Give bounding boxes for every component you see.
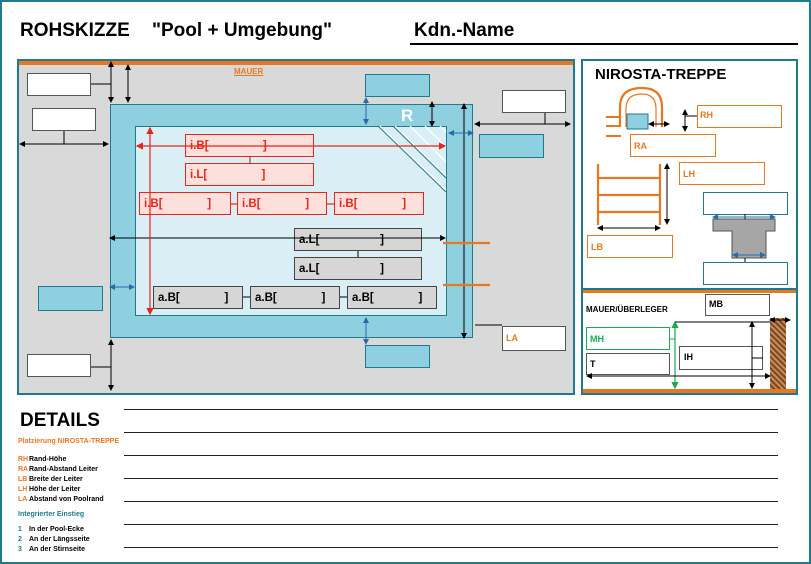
inner-width-field-4[interactable]: i.B[ ] (334, 192, 424, 215)
detail-line[interactable] (124, 409, 778, 410)
legend-key: LA (18, 496, 28, 503)
wall-height-label: MH (590, 334, 604, 344)
wall-hatch (770, 318, 786, 389)
entry-text: An der Längsseite (29, 536, 90, 543)
detail-line[interactable] (124, 547, 778, 548)
outer-width-field-3[interactable]: a.B[ ] (347, 286, 437, 309)
bottom-left-distance-field[interactable] (27, 354, 91, 377)
wall-label: MAUER (234, 67, 264, 76)
entry-key: 3 (18, 546, 22, 553)
entry-step-shape (712, 218, 776, 259)
wall-height-field[interactable] (586, 327, 670, 350)
legend-row-ra: RARand-Abstand Leiter (18, 466, 98, 473)
ladder-distance-field[interactable] (502, 326, 566, 351)
rim-height-field[interactable] (697, 105, 782, 128)
bottom-coping-box (365, 345, 430, 368)
entry-text: In der Pool-Ecke (29, 526, 84, 533)
rim-height-label: RH (700, 110, 713, 120)
left-distance-field[interactable] (32, 108, 96, 131)
detail-line[interactable] (124, 501, 778, 502)
top-coping-box (365, 74, 430, 97)
entry-row-1: 1 In der Pool-Ecke (18, 526, 84, 533)
entry-row-2: 2 An der Längsseite (18, 536, 90, 543)
detail-line[interactable] (124, 455, 778, 456)
wall-section-bottom-bar (583, 389, 796, 393)
black-dimensions (19, 61, 571, 391)
stairs-title: NIROSTA-TREPPE (595, 66, 727, 83)
outer-length-field-2[interactable]: a.L[ ] (294, 257, 422, 280)
rim-distance-field[interactable] (630, 134, 716, 157)
placement-heading: Platzierung NIROSTA-TREPPE (18, 438, 119, 445)
ladder-height-field[interactable] (679, 162, 765, 185)
pool-inner (135, 126, 447, 316)
inner-width-field-3[interactable]: i.B[ ] (237, 192, 327, 215)
corner-hatch (379, 125, 447, 191)
customer-name-line (410, 43, 798, 45)
wall-width-field[interactable] (705, 294, 770, 316)
outer-width-field-1[interactable]: a.B[ ] (153, 286, 243, 309)
entry-bottom-field[interactable] (703, 262, 788, 285)
rim-distance-label: RA (634, 141, 647, 151)
ladder-height-label: LH (683, 169, 695, 179)
ladder-width-label: LB (591, 242, 603, 252)
ladder-width-field[interactable] (587, 235, 673, 258)
legend-key: RH (18, 456, 29, 463)
ladder-front-view (596, 164, 662, 225)
left-coping-box (38, 286, 103, 311)
wall-bar (19, 61, 573, 65)
page-subtitle: "Pool + Umgebung" (152, 20, 333, 41)
entry-key: 1 (18, 526, 22, 533)
legend-row-rh: RHRand-Höhe (18, 456, 66, 463)
inner-length-field[interactable]: i.L[ ] (185, 163, 314, 186)
customer-name-label: Kdn.-Name (414, 20, 515, 41)
legend-text: Abstand von Poolrand (29, 496, 104, 503)
ladder-markers (443, 241, 490, 287)
blue-dimensions (109, 97, 474, 345)
detail-line[interactable] (124, 524, 778, 525)
legend-key: LH (18, 486, 28, 493)
top-left-distance-field[interactable] (27, 73, 91, 96)
legend-text: Breite der Leiter (29, 476, 83, 483)
legend-text: Rand-Abstand Leiter (29, 466, 98, 473)
legend-key: RA (18, 466, 29, 473)
legend-text: Rand-Höhe (29, 456, 67, 463)
legend-key: LB (18, 476, 28, 483)
entry-row-3: 3 An der Stirnseite (18, 546, 85, 553)
page-title: ROHSKIZZE (20, 20, 130, 41)
details-title: DETAILS (20, 410, 100, 431)
outer-width-field-2[interactable]: a.B[ ] (250, 286, 340, 309)
wall-width-label: MB (709, 299, 723, 309)
right-distance-field[interactable] (502, 90, 566, 113)
entry-heading: Integrierter Einstieg (18, 511, 85, 518)
legend-text: Höhe der Leiter (29, 486, 81, 493)
corner-entry-label: R (401, 106, 414, 125)
inner-width-field-2[interactable]: i.B[ ] (139, 192, 231, 215)
inner-height-label: IH (684, 352, 693, 362)
right-coping-box (479, 134, 544, 158)
entry-text: An der Stirnseite (29, 546, 86, 553)
depth-label: T (590, 359, 596, 369)
corner-hatch-shadow (377, 125, 447, 193)
entry-key: 2 (18, 536, 22, 543)
detail-line[interactable] (124, 478, 778, 479)
detail-line[interactable] (124, 432, 778, 433)
ladder-side-view (606, 86, 697, 137)
wall-section-top-bar (583, 290, 796, 293)
wall-section-title: MAUER/ÜBERLEGER (586, 305, 668, 314)
ladder-distance-label: LA (506, 333, 518, 343)
red-dimensions (135, 126, 447, 316)
